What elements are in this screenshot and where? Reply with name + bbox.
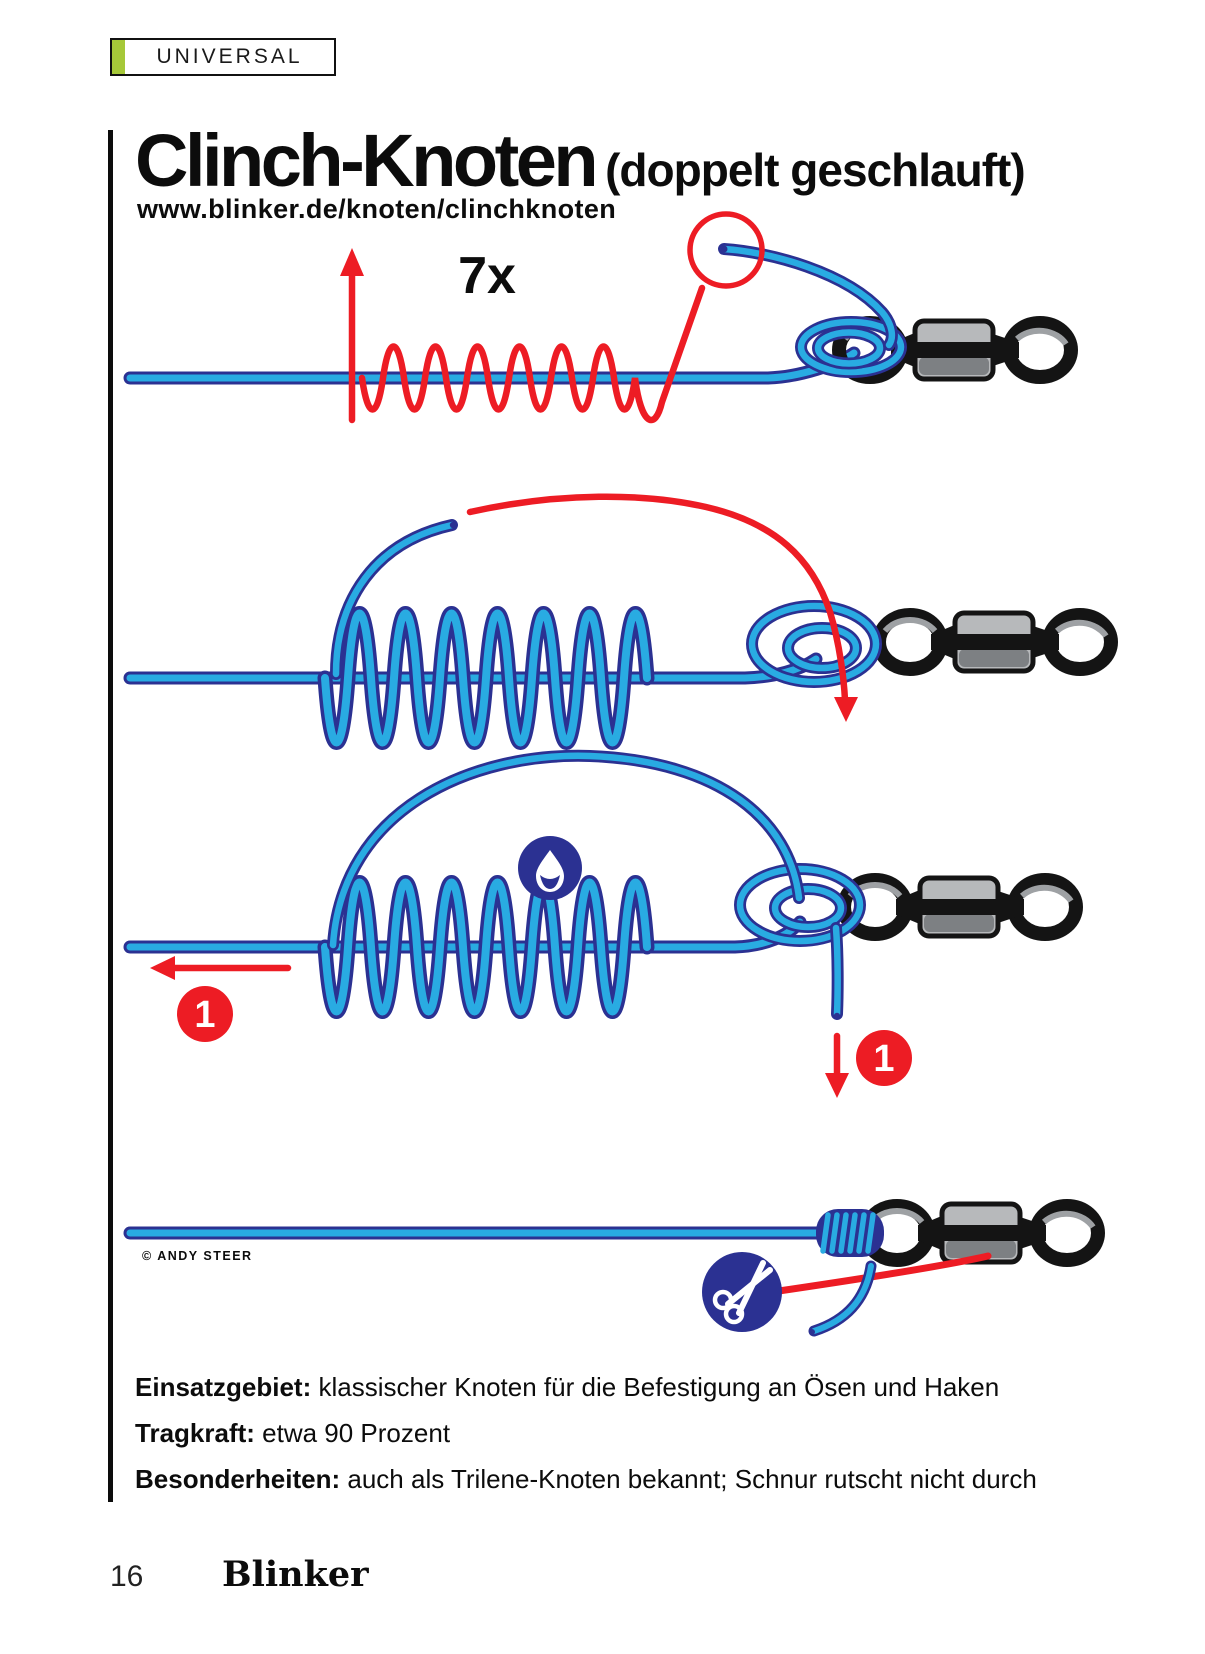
wrapped-coils [317,606,655,750]
tag-end-hanging [830,922,844,1020]
double-loop [795,316,907,378]
title-main: Clinch-Knoten [135,119,599,202]
info-label: Tragkraft: [135,1418,255,1448]
swivel-illustration [879,613,1111,671]
step-marker-right: 1 [856,1030,912,1086]
info-text: klassischer Knoten für die Befestigung a… [311,1372,1000,1402]
swivel-illustration [844,878,1076,936]
illustrator-credit: © ANDY STEER [142,1249,253,1263]
pull-left-arrow [150,956,292,980]
wrapped-coils [317,875,655,1019]
thread-through-loop-arrow [466,493,858,722]
up-arrow [340,248,364,424]
left-vertical-rule [108,130,113,1502]
page-title: Clinch-Knoten(doppelt geschlauft) [135,118,1026,203]
wrap-direction-wave [358,284,706,424]
main-line [123,652,823,685]
water-drop-icon [518,836,582,900]
cut-tag-end [768,1252,992,1296]
step-marker-right-label: 1 [873,1038,894,1080]
magazine-logo: Blinker [222,1554,369,1595]
info-line-besonderheiten: Besonderheiten: auch als Trilene-Knoten … [135,1464,1095,1495]
pull-down-arrow [825,1032,849,1098]
double-loop [734,863,866,947]
page-number: 16 [110,1560,144,1593]
category-label: UNIVERSAL [156,45,303,68]
diagram-step-4: © ANDY STEER [123,1204,1098,1337]
diagram-step-3: 1 1 [123,749,1076,1098]
red-circle-icon [687,211,765,289]
info-line-tragkraft: Tragkraft: etwa 90 Prozent [135,1418,1095,1449]
tag-end-arc [330,519,458,680]
category-box: UNIVERSAL [110,38,336,76]
wrap-count-label: 7x [458,247,516,305]
category-green-bar [112,40,125,74]
info-label: Besonderheiten: [135,1464,341,1494]
info-label: Einsatzgebiet: [135,1372,312,1402]
knot-url: www.blinker.de/knoten/clinchknoten [137,194,617,224]
main-line [123,346,861,385]
title-suffix: (doppelt geschlauft) [605,144,1026,196]
diagram-step-2 [123,493,1111,750]
info-line-einsatzgebiet: Einsatzgebiet: klassischer Knoten für di… [135,1372,1095,1403]
trimmed-tag-end [808,1260,877,1337]
step-marker-left: 1 [177,986,233,1042]
tag-end-dome [327,749,805,951]
finished-knot-coil [816,1209,884,1257]
scissors-icon [702,1252,782,1332]
info-text: etwa 90 Prozent [254,1418,451,1448]
step-marker-left-label: 1 [194,994,215,1036]
diagram-step-1: 7x [123,211,1071,424]
double-loop [746,600,882,688]
info-text: auch als Trilene-Knoten bekannt; Schnur … [340,1464,1037,1494]
swivel-illustration [866,1204,1098,1262]
